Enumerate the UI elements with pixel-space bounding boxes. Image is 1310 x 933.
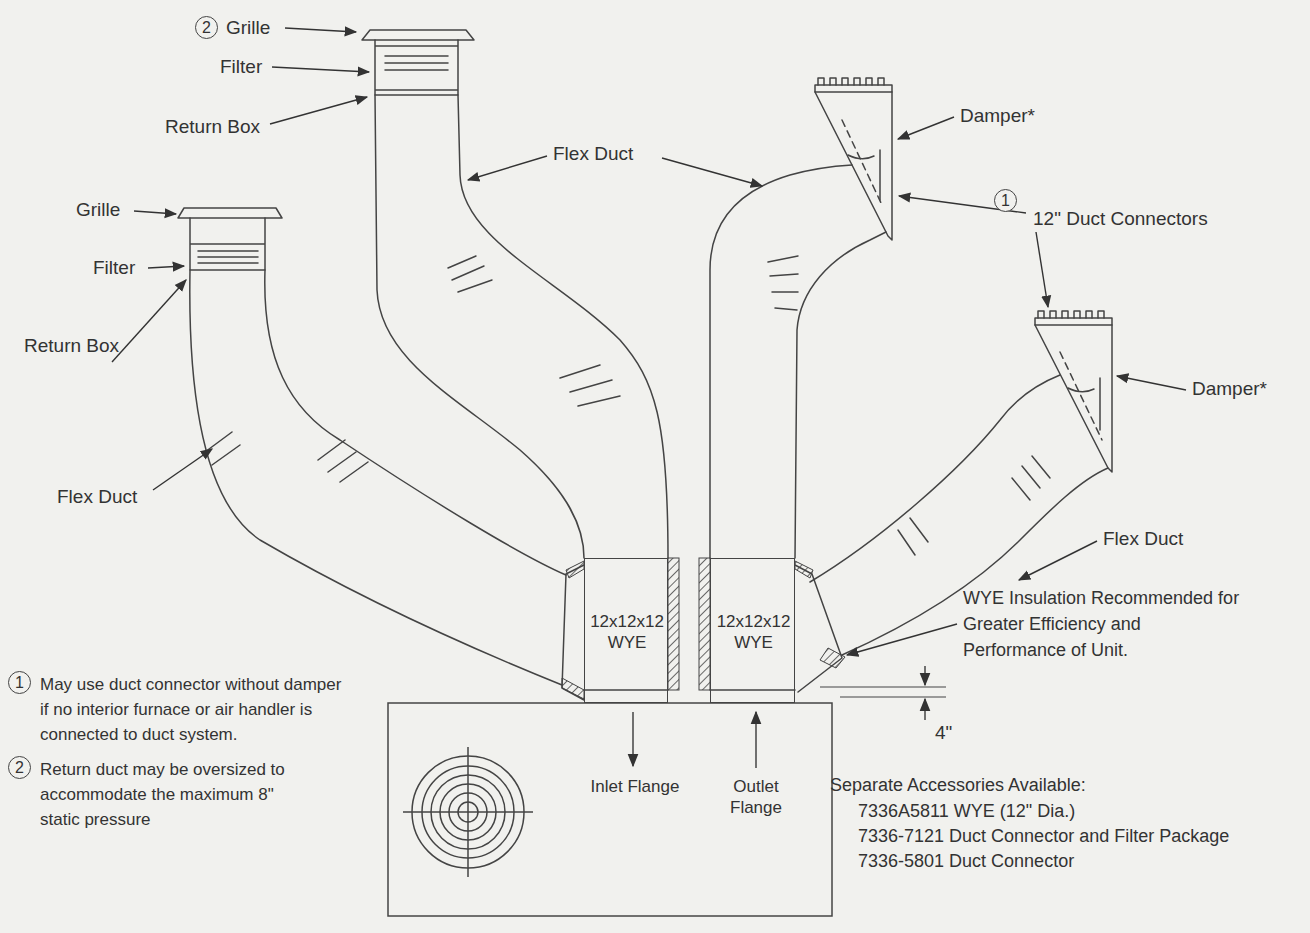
leader-line xyxy=(898,117,954,139)
leader-line xyxy=(134,211,176,214)
wye-branch xyxy=(795,565,842,692)
dimension: 4" xyxy=(935,722,952,744)
part-number: 7336-5801 Duct Connector xyxy=(858,850,1074,872)
flow-arrow xyxy=(632,712,634,766)
leader-line xyxy=(270,97,367,124)
flex-duct xyxy=(795,232,886,558)
footnote: May use duct connector without damper if… xyxy=(40,672,352,747)
leader-line xyxy=(148,266,184,268)
insulation xyxy=(699,558,710,690)
flex-duct xyxy=(710,165,852,558)
insulation xyxy=(795,561,813,578)
part-name: Flex Duct xyxy=(553,143,633,165)
duct-connector xyxy=(815,92,892,240)
insulation xyxy=(566,561,584,578)
node-label: 12x12x12 WYE xyxy=(585,611,669,653)
callout-number: 1 xyxy=(8,671,31,694)
filter xyxy=(198,251,258,263)
part-name: Return Box xyxy=(24,335,119,357)
part-name: Damper* xyxy=(960,105,1035,127)
flex-duct xyxy=(810,375,1060,582)
part-name: Grille xyxy=(76,199,120,221)
flex-duct xyxy=(265,270,566,575)
damper-blade xyxy=(1068,378,1100,430)
insulation xyxy=(562,678,584,699)
dimension-line xyxy=(820,687,946,697)
flex-duct xyxy=(190,270,562,685)
leader-line xyxy=(1117,376,1186,390)
leader-line xyxy=(468,156,547,180)
flex-duct xyxy=(458,95,668,558)
callout-number: 2 xyxy=(195,16,218,39)
duct-connector xyxy=(1035,325,1112,472)
grille xyxy=(362,30,474,40)
part-name: Filter xyxy=(220,56,262,78)
part-name: Return Box xyxy=(165,116,260,138)
connector-tabs xyxy=(818,78,884,85)
wye-collar xyxy=(584,689,795,691)
unit-box: Inlet Flange Outlet Flange xyxy=(388,703,832,916)
callout-number: 1 xyxy=(994,189,1017,212)
leader-line xyxy=(272,67,369,72)
part-name: Damper* xyxy=(1192,378,1267,400)
damper-blade xyxy=(842,120,882,205)
duct-ribs xyxy=(448,256,620,406)
part-number: 7336A5811 WYE (12" Dia.) xyxy=(858,800,1075,822)
part-name: Filter xyxy=(93,257,135,279)
part-number: 7336-7121 Duct Connector and Filter Pack… xyxy=(858,825,1229,847)
duct-ribs xyxy=(898,456,1050,555)
duct-ribs xyxy=(205,432,368,482)
flex-duct xyxy=(375,95,584,558)
flow-arrow xyxy=(755,712,757,768)
return-box xyxy=(375,40,458,95)
leader-line xyxy=(662,158,762,186)
duct-ribs xyxy=(768,256,798,310)
note-text: WYE Insulation Recommended for Greater E… xyxy=(963,585,1245,663)
part-name: Grille xyxy=(226,17,270,39)
insulation xyxy=(668,558,679,690)
node-label: Outlet Flange xyxy=(708,776,804,818)
duct-connector xyxy=(815,85,892,92)
filter xyxy=(385,56,448,70)
insulation xyxy=(820,648,845,668)
leader-line xyxy=(847,624,957,655)
unit-housing xyxy=(388,703,832,916)
callout-number: 2 xyxy=(8,756,31,779)
leader-line xyxy=(1019,541,1097,580)
connector-tabs xyxy=(1038,311,1104,318)
footnote: Return duct may be oversized to accommod… xyxy=(40,757,298,832)
node-label: 12x12x12 WYE xyxy=(711,611,796,653)
wye-fitting: 12x12x12 WYE xyxy=(710,558,795,703)
leader-line xyxy=(153,449,212,490)
part-name: Flex Duct xyxy=(1103,528,1183,550)
duct-connector xyxy=(1035,318,1112,325)
dimension-arrow xyxy=(924,699,926,720)
damper-blade xyxy=(848,150,880,200)
wye-branch xyxy=(562,565,584,700)
return-box xyxy=(190,218,265,270)
part-name: Flex Duct xyxy=(57,486,137,508)
dimension-arrow xyxy=(924,666,926,685)
accessory-heading: Separate Accessories Available: xyxy=(830,774,1086,796)
node-label: Inlet Flange xyxy=(590,776,680,797)
fan-symbol xyxy=(403,747,533,877)
leader-line xyxy=(285,28,356,32)
part-name: 12" Duct Connectors xyxy=(1033,208,1208,230)
leader-line xyxy=(112,280,186,362)
wye-fitting: 12x12x12 WYE xyxy=(584,558,668,703)
damper-blade xyxy=(1060,352,1102,440)
leader-line xyxy=(1036,232,1048,307)
grille xyxy=(178,208,282,218)
